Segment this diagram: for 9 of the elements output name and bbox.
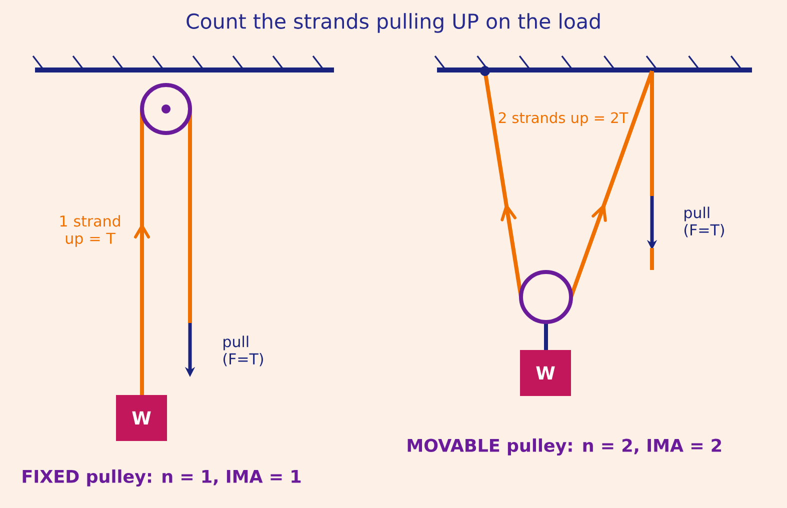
- title: Count the strands pulling UP on the load: [186, 13, 600, 33]
- pulley-caption: FIXED pulley: n = 1, IMA = 1: [22, 469, 301, 487]
- pull-label: pull (F=T): [684, 206, 724, 238]
- pulley-caption: MOVABLE pulley: n = 2, IMA = 2: [408, 438, 722, 456]
- weight-box: W: [520, 350, 571, 396]
- pull-label: pull (F=T): [224, 336, 263, 366]
- weight-box: W: [116, 394, 167, 441]
- strand-label: 1 strand up = T: [60, 215, 120, 247]
- strand-label: 2 strands up = 2T: [498, 112, 628, 126]
